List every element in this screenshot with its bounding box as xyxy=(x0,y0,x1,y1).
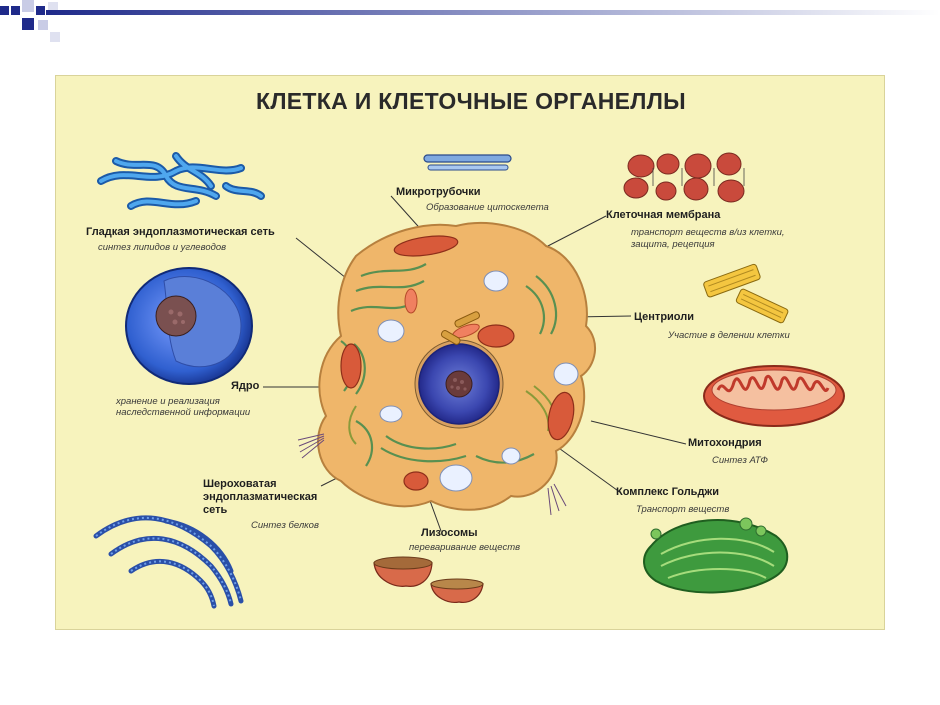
mitochondrion-art xyxy=(703,365,845,427)
nucleus-art xyxy=(125,267,253,385)
centrioles-art xyxy=(703,263,789,324)
desc-smooth-er: синтез липидов и углеводов xyxy=(98,242,227,253)
label-smooth-er: Гладкая эндоплазмотическая сеть xyxy=(86,226,275,238)
slide-decoration xyxy=(0,0,940,42)
label-mitochondria: Митохондрия xyxy=(688,437,762,449)
desc-rough-er: Синтез белков xyxy=(251,520,319,531)
desc-cell-membrane-2: защита, рецепция xyxy=(631,239,715,250)
label-rough-er-3: сеть xyxy=(203,504,228,516)
desc-mitochondria: Синтез АТФ xyxy=(712,455,768,466)
membrane-art xyxy=(623,152,745,203)
lysosomes-art xyxy=(373,556,484,603)
label-cell-membrane: Клеточная мембрана xyxy=(606,209,721,221)
cell-poster: КЛЕТКА И КЛЕТОЧНЫЕ ОРГАНЕЛЛЫ Микротрубоч… xyxy=(55,75,885,630)
desc-microtubules: Образование цитоскелета xyxy=(426,202,549,213)
label-rough-er-2: эндоплазматическая xyxy=(203,491,318,503)
desc-cell-membrane-1: транспорт веществ в/из клетки, xyxy=(631,227,785,238)
label-nucleus: Ядро xyxy=(231,380,260,392)
label-rough-er-1: Шероховатая xyxy=(203,478,277,490)
rough-er-art xyxy=(93,515,244,609)
golgi-art xyxy=(643,517,789,594)
cell-diagram-art xyxy=(93,152,845,609)
label-lysosomes: Лизосомы xyxy=(421,527,478,539)
cell-body xyxy=(297,221,597,516)
label-centrioles: Центриоли xyxy=(634,311,694,323)
poster-title: КЛЕТКА И КЛЕТОЧНЫЕ ОРГАНЕЛЛЫ xyxy=(255,88,686,114)
desc-golgi: Транспорт веществ xyxy=(636,504,730,515)
label-golgi: Комплекс Гольджи xyxy=(616,486,719,498)
desc-lysosomes: переваривание веществ xyxy=(409,542,521,553)
microtubules-art xyxy=(423,154,512,171)
desc-centrioles: Участие в делении клетки xyxy=(668,330,790,341)
label-microtubules: Микротрубочки xyxy=(396,186,481,198)
desc-nucleus-1: хранение и реализация xyxy=(116,396,220,407)
desc-nucleus-2: наследственной информации xyxy=(116,407,251,418)
